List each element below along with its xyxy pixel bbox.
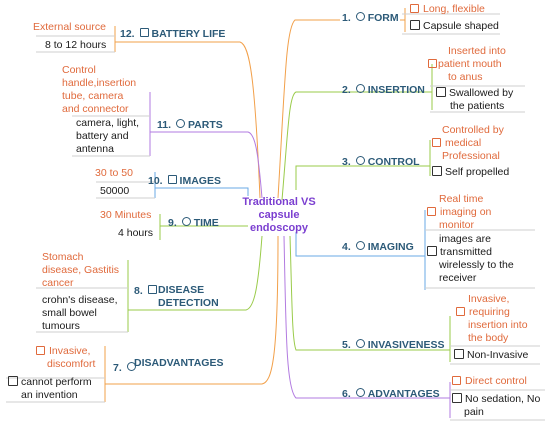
checkbox-icon (428, 59, 437, 68)
circle-icon (175, 119, 185, 128)
checkbox-icon (456, 307, 465, 316)
branch-disease (128, 235, 263, 311)
square-icon (139, 28, 149, 37)
circle-icon (355, 156, 365, 165)
node-title: FORM (367, 12, 399, 24)
center-topic: Traditional VS capsule endoscopy (242, 196, 316, 234)
node-imaging: 4. IMAGING (342, 241, 414, 253)
detail-black: Non-Invasive (454, 349, 528, 362)
node-form: 1. FORM (342, 12, 399, 25)
circle-icon (355, 241, 365, 250)
node-advantages: 6. ADVANTAGES (342, 388, 440, 400)
detail-red: External source (33, 21, 106, 33)
detail-red: 30 Minutes (100, 209, 152, 221)
circle-icon (126, 362, 136, 371)
branch-control (295, 165, 430, 190)
circle-icon (355, 84, 365, 93)
node-invasiveness: 5. INVASIVENESS (342, 339, 445, 351)
node-number: 1. (342, 12, 351, 24)
node-disadvantages-title: DISADVANTAGES (134, 357, 224, 369)
detail-black: Self propelled (432, 166, 509, 179)
checkbox-icon (432, 166, 442, 176)
branch-advantages (283, 235, 450, 399)
node-images: 10. IMAGES (148, 175, 221, 187)
circle-icon (355, 388, 365, 397)
checkbox-icon (410, 20, 420, 30)
detail-black: 8 to 12 hours (45, 39, 107, 51)
checkbox-icon (427, 207, 436, 216)
branch-images (155, 187, 249, 196)
branch-insertion (281, 91, 430, 201)
square-icon (147, 285, 157, 294)
detail-black: 4 hours (118, 227, 154, 239)
detail-black: 50000 (100, 185, 130, 197)
node-parts: 11. PARTS (157, 119, 223, 131)
branch-parts (150, 131, 263, 199)
node-disease-detection-title: DISEASE DETECTION (158, 284, 219, 309)
detail-red: 30 to 50 (95, 167, 133, 179)
checkbox-icon (36, 346, 45, 355)
detail-red: Direct control (452, 375, 527, 388)
square-icon (167, 175, 177, 184)
node-disadvantages: 7. (113, 362, 139, 375)
node-control: 3. CONTROL (342, 156, 420, 168)
checkbox-icon (410, 4, 419, 13)
branch-imaging (295, 232, 425, 257)
detail-red: Long, flexible (410, 3, 485, 16)
circle-icon (355, 339, 365, 348)
branch-form (277, 19, 340, 199)
checkbox-icon (452, 376, 461, 385)
circle-icon (355, 12, 365, 21)
checkbox-icon (427, 246, 437, 256)
node-disease-detection: 8. (134, 285, 160, 298)
checkbox-icon (452, 393, 462, 403)
checkbox-icon (454, 349, 464, 359)
checkbox-icon (8, 376, 18, 386)
circle-icon (181, 217, 191, 226)
node-battery-life: 12. BATTERY LIFE (120, 28, 226, 40)
node-time: 9. TIME (168, 217, 219, 229)
checkbox-icon (436, 87, 446, 97)
node-insertion: 2. INSERTION (342, 84, 425, 96)
checkbox-icon (432, 138, 441, 147)
detail-black: Capsule shaped (410, 20, 499, 33)
branch-invasiveness (289, 235, 450, 351)
detail-red: Invasive,discomfort (36, 345, 95, 371)
branch-disadvantages (105, 235, 279, 385)
